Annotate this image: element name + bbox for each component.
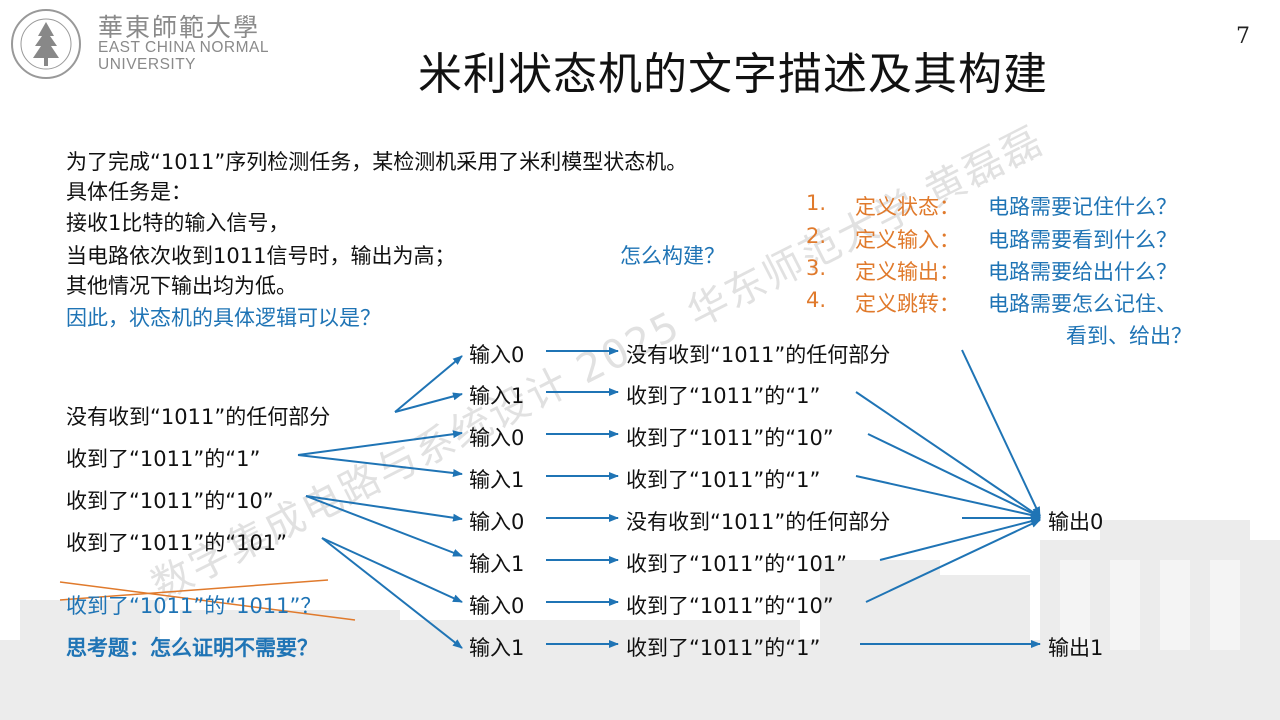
step-3-num: 3. (806, 256, 827, 280)
step-4-num: 4. (806, 288, 827, 312)
university-name-en-2: UNIVERSITY (98, 56, 197, 73)
next-state: 没有收到“1011”的任何部分 (626, 510, 891, 534)
next-state: 收到了“1011”的“101” (626, 552, 848, 576)
state-none: 没有收到“1011”的任何部分 (66, 405, 331, 429)
step-1-label: 定义状态： (855, 195, 960, 219)
input-label: 输入0 (469, 426, 525, 450)
state-1: 收到了“1011”的“1” (66, 447, 261, 471)
input-label: 输入0 (469, 594, 525, 618)
intro-line-2: 具体任务是： (66, 180, 192, 204)
ecnu-logo (11, 9, 81, 79)
step-3-label: 定义输出： (855, 260, 960, 284)
output-1: 输出1 (1048, 636, 1104, 660)
slide-title: 米利状态机的文字描述及其构建 (418, 49, 1048, 100)
university-name-en-1: EAST CHINA NORMAL (98, 39, 270, 56)
next-state: 没有收到“1011”的任何部分 (626, 343, 891, 367)
think-question: 思考题：怎么证明不需要？ (66, 636, 318, 660)
step-3-text: 电路需要给出什么？ (988, 260, 1177, 284)
step-1-text: 电路需要记住什么？ (988, 195, 1177, 219)
how-to-build-question: 怎么构建？ (620, 244, 725, 268)
input-label: 输入1 (469, 384, 525, 408)
intro-line-1: 为了完成“1011”序列检测任务，某检测机采用了米利模型状态机。 (66, 150, 688, 174)
step-1-num: 1. (806, 191, 827, 215)
next-state: 收到了“1011”的“1” (626, 384, 821, 408)
step-4-text-cont: 看到、给出？ (1066, 324, 1192, 348)
university-name-cn: 華東師範大學 (98, 13, 261, 42)
intro-line-3: 接收1比特的输入信号， (66, 211, 290, 235)
state-101: 收到了“1011”的“101” (66, 531, 288, 555)
input-label: 输入0 (469, 510, 525, 534)
step-2-label: 定义输入： (855, 228, 960, 252)
step-2-text: 电路需要看到什么？ (988, 228, 1177, 252)
input-label: 输入1 (469, 552, 525, 576)
input-label: 输入1 (469, 636, 525, 660)
input-label: 输入0 (469, 343, 525, 367)
next-state: 收到了“1011”的“1” (626, 468, 821, 492)
next-state: 收到了“1011”的“10” (626, 426, 834, 450)
step-2-num: 2. (806, 224, 827, 248)
state-10: 收到了“1011”的“10” (66, 489, 274, 513)
input-label: 输入1 (469, 468, 525, 492)
next-state: 收到了“1011”的“10” (626, 594, 834, 618)
output-0: 输出0 (1048, 510, 1104, 534)
next-state: 收到了“1011”的“1” (626, 636, 821, 660)
state-1011-crossed: 收到了“1011”的“1011”？ (66, 594, 322, 618)
step-4-label: 定义跳转： (855, 292, 960, 316)
step-4-text: 电路需要怎么记住、 (988, 292, 1177, 316)
intro-line-5: 其他情况下输出均为低。 (66, 274, 297, 298)
intro-line-4: 当电路依次收到1011信号时，输出为高； (66, 244, 456, 268)
page-number: 7 (1236, 24, 1250, 49)
intro-line-6: 因此，状态机的具体逻辑可以是？ (66, 306, 381, 330)
